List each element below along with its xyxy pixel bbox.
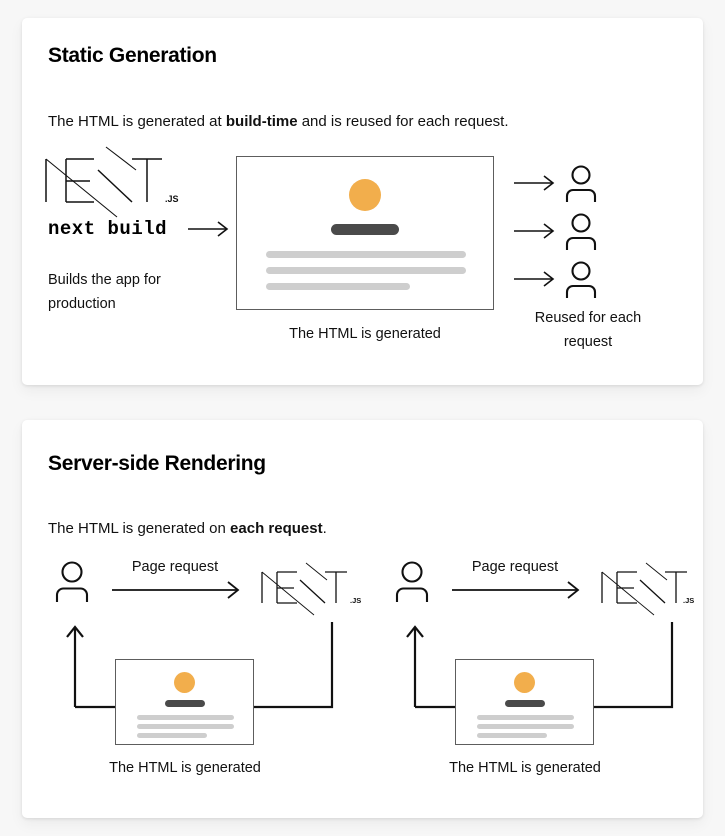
description-emphasis: build-time bbox=[225, 113, 298, 130]
mock-title-bar bbox=[504, 700, 545, 707]
server-side-rendering-description: The HTML is generated on each request. bbox=[48, 520, 327, 537]
consumer-row-1 bbox=[514, 165, 597, 202]
mock-text-line bbox=[137, 715, 234, 720]
mock-text-line bbox=[266, 267, 466, 274]
arrow-right-icon bbox=[514, 175, 555, 191]
nextjs-logo-suffix: .JS bbox=[683, 596, 694, 605]
static-generation-title: Static Generation bbox=[48, 44, 217, 67]
page-request-arrow-icon bbox=[112, 581, 240, 599]
page-request-label: Page request bbox=[471, 559, 559, 575]
ssr-mock-caption: The HTML is generated bbox=[449, 760, 601, 776]
static-mock-caption: The HTML is generated bbox=[289, 326, 441, 342]
server-side-rendering-title: Server-side Rendering bbox=[48, 452, 266, 475]
mock-title-bar bbox=[331, 224, 399, 235]
description-part-1: The HTML is generated on bbox=[48, 520, 231, 537]
ssr-page-mock bbox=[455, 659, 594, 745]
nextjs-logo-suffix: .JS bbox=[350, 596, 361, 605]
page-request-label: Page request bbox=[131, 559, 219, 575]
command-note-line-1: Builds the app for bbox=[48, 272, 161, 288]
description-part-2: and is reused for each request. bbox=[297, 113, 509, 130]
description-part-1: The HTML is generated at bbox=[48, 113, 226, 130]
nextjs-logo-suffix: .JS bbox=[165, 194, 179, 204]
static-generation-card: Static Generation The HTML is generated … bbox=[22, 18, 703, 385]
reused-caption: Reused for each request bbox=[508, 306, 668, 354]
next-build-command: next build bbox=[48, 218, 168, 240]
user-icon bbox=[565, 261, 597, 298]
static-page-mock bbox=[236, 156, 494, 310]
command-note-line-2: production bbox=[48, 296, 116, 312]
page-request-arrow-icon bbox=[452, 581, 580, 599]
command-note: Builds the app for production bbox=[48, 268, 218, 316]
consumer-row-3 bbox=[514, 261, 597, 298]
mock-title-bar bbox=[164, 700, 205, 707]
ssr-diagram-graphics: .JS bbox=[55, 561, 694, 709]
static-generation-description: The HTML is generated at build-time and … bbox=[48, 113, 509, 130]
nextjs-logo bbox=[261, 562, 347, 616]
description-emphasis: each request bbox=[230, 520, 323, 537]
server-side-rendering-card: Server-side Rendering The HTML is genera… bbox=[22, 420, 703, 818]
ssr-mock-caption: The HTML is generated bbox=[109, 760, 261, 776]
user-icon bbox=[395, 561, 429, 602]
user-icon bbox=[565, 165, 597, 202]
user-icon bbox=[565, 213, 597, 250]
mock-text-line bbox=[137, 724, 234, 729]
command-arrow-icon bbox=[188, 221, 229, 237]
arrow-right-icon bbox=[514, 271, 555, 287]
mock-text-line bbox=[266, 251, 466, 258]
mock-text-line bbox=[266, 283, 410, 290]
mock-avatar-dot bbox=[514, 672, 535, 693]
description-part-2: . bbox=[322, 520, 327, 537]
mock-text-line bbox=[477, 715, 574, 720]
reused-caption-line-2: request bbox=[563, 334, 613, 350]
nextjs-logo bbox=[45, 146, 162, 218]
arrow-right-icon bbox=[514, 223, 555, 239]
mock-text-line bbox=[477, 733, 547, 738]
mock-text-line bbox=[477, 724, 574, 729]
ssr-page-mock bbox=[115, 659, 254, 745]
nextjs-logo bbox=[601, 562, 687, 616]
reused-caption-line-1: Reused for each bbox=[534, 310, 642, 326]
mock-avatar-dot bbox=[349, 179, 381, 211]
mock-avatar-dot bbox=[174, 672, 195, 693]
mock-text-line bbox=[137, 733, 207, 738]
user-icon bbox=[55, 561, 89, 602]
static-diagram-graphics: .JS bbox=[45, 146, 597, 298]
consumer-row-2 bbox=[514, 213, 597, 250]
